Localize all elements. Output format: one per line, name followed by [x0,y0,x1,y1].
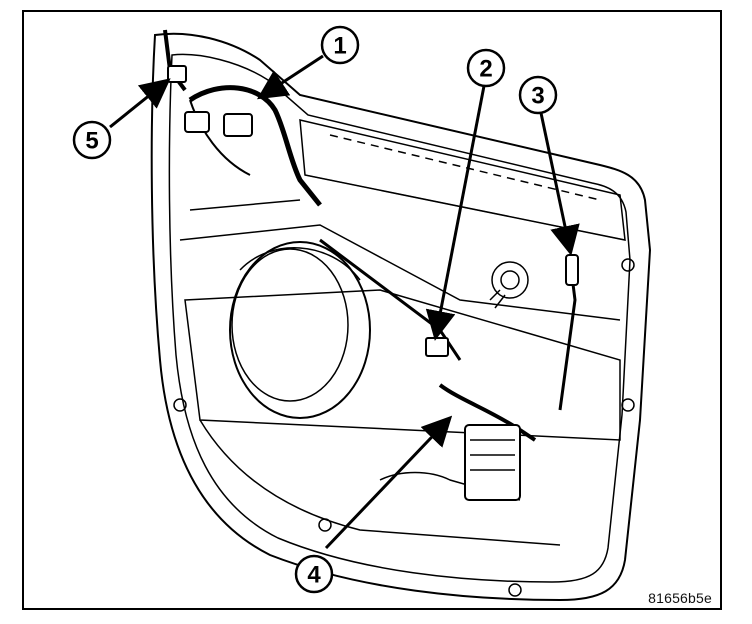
door-inner-structure [173,199,635,597]
door-panel [150,32,652,602]
callout-4-label: 4 [307,562,321,589]
speaker-opening [229,241,371,419]
callout-1-label: 1 [333,33,346,60]
figure-frame [22,10,722,610]
callout-1: 1 [320,25,360,65]
callout-4: 4 [294,554,334,594]
leader-lines [109,54,580,550]
callout-3: 3 [518,75,558,115]
callout-3-label: 3 [531,83,544,110]
callout-5: 5 [72,120,112,160]
callout-2-label: 2 [479,56,492,83]
harness-connectors [167,65,579,501]
figure-code: 81656b5e [648,590,712,606]
callout-5-label: 5 [85,128,98,155]
callout-2: 2 [466,48,506,88]
